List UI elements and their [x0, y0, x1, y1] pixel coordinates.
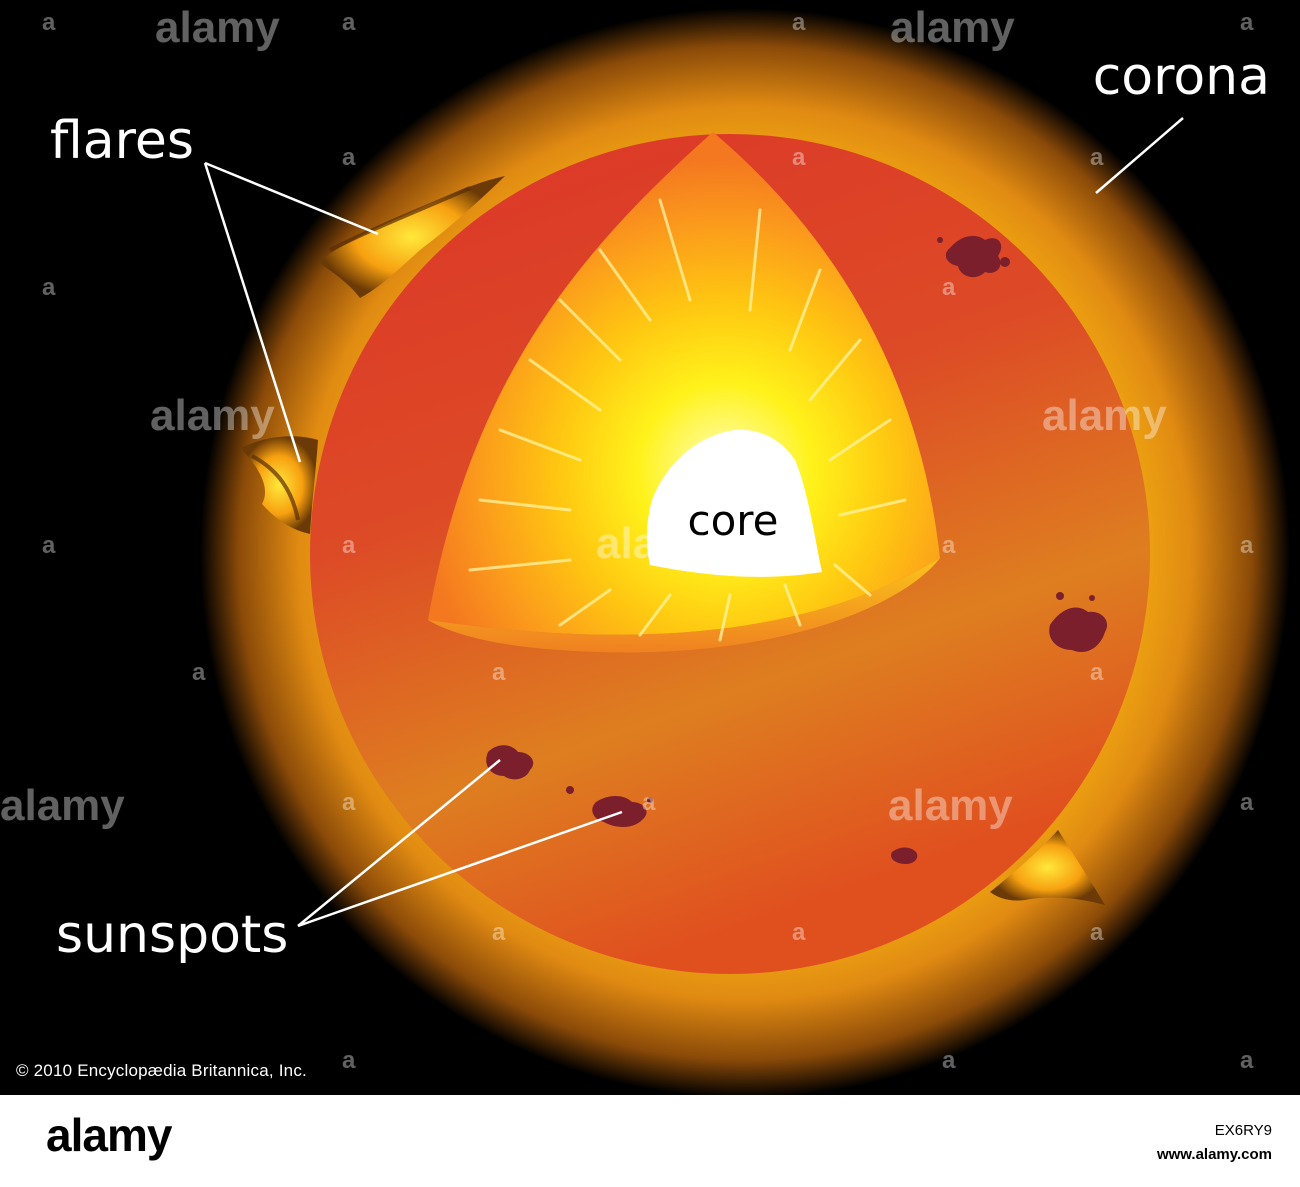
- watermark-text: alamy: [150, 391, 275, 440]
- watermark-mark: a: [792, 144, 806, 171]
- sunspot-speck: [937, 237, 943, 243]
- watermark-mark: a: [1240, 9, 1254, 36]
- sunspots-leader-lower: [297, 810, 623, 928]
- watermark-mark: a: [792, 919, 806, 946]
- convection-streaks: [468, 198, 907, 642]
- watermark-mark: a: [1240, 532, 1254, 559]
- wedge-bottom-face: [428, 558, 940, 653]
- watermark-mark: a: [1090, 144, 1104, 171]
- flare-top-left-streak: [329, 186, 471, 252]
- flares-leader-lower: [203, 162, 302, 463]
- watermark-mark: a: [1240, 789, 1254, 816]
- watermark-mark: a: [792, 9, 806, 36]
- watermark-mark: a: [942, 1047, 956, 1074]
- watermark-mark: a: [342, 532, 356, 559]
- sunspots-leader-upper: [297, 759, 501, 927]
- flare-left-streak: [251, 454, 300, 521]
- watermark-mark: a: [942, 532, 956, 559]
- watermark-text: alamy: [890, 3, 1015, 52]
- sunspot-speck: [647, 797, 653, 803]
- flare-bottom-right: [990, 830, 1105, 905]
- watermark-mark: a: [342, 144, 356, 171]
- sunspot-speck: [1000, 257, 1010, 267]
- corona-leader: [1095, 117, 1184, 194]
- watermark-mark: a: [42, 9, 56, 36]
- watermark-mark: a: [492, 919, 506, 946]
- sunspot-right: [1049, 607, 1108, 652]
- watermark-mark: a: [1240, 1047, 1254, 1074]
- cutaway-wedge: [428, 132, 940, 653]
- watermark-mark: a: [942, 274, 956, 301]
- watermark-text: alamy: [155, 3, 280, 52]
- core-label: core: [688, 496, 779, 545]
- sunspot-speck: [1089, 595, 1095, 601]
- image-id: EX6RY9: [1214, 1122, 1272, 1139]
- flares-group: [240, 176, 1105, 905]
- sunspots-label: sunspots: [56, 905, 288, 965]
- flares-label: flares: [50, 111, 194, 171]
- footer-logo: alamy: [46, 1109, 172, 1161]
- watermark-text: alamy: [0, 781, 125, 830]
- leader-lines: [203, 117, 1184, 928]
- copyright-notice: © 2010 Encyclopædia Britannica, Inc.: [16, 1061, 307, 1080]
- watermark-mark: a: [642, 789, 656, 816]
- watermark-mark: a: [42, 532, 56, 559]
- sunspots-group: [486, 235, 1108, 864]
- watermark-text: alamy: [596, 519, 721, 568]
- watermark-layer: alamy alamy alamy alamy alamy alamy alam…: [0, 3, 1254, 1074]
- sunspot-speck: [1056, 592, 1064, 600]
- sunspot-lower-left: [486, 745, 534, 780]
- sunspot-bottom-right: [891, 847, 918, 864]
- sun-structure-diagram: corona flares core sunspots alamy alamy …: [0, 3, 1290, 1095]
- watermark-mark: a: [42, 274, 56, 301]
- watermark-mark: a: [342, 789, 356, 816]
- core-region: [646, 429, 822, 577]
- watermark-mark: a: [1090, 659, 1104, 686]
- sunspot-lower-middle: [592, 796, 647, 827]
- watermark-mark: a: [342, 9, 356, 36]
- watermark-mark: a: [492, 659, 506, 686]
- corona-label: corona: [1093, 47, 1270, 107]
- flare-top-left: [318, 176, 505, 298]
- watermark-text: alamy: [888, 781, 1013, 830]
- watermark-mark: a: [1090, 919, 1104, 946]
- watermark-text: alamy: [1042, 391, 1167, 440]
- sunspot-upper-right: [945, 235, 1002, 278]
- watermark-mark: a: [342, 1047, 356, 1074]
- sunspot-speck: [566, 786, 574, 794]
- flares-leader-upper: [204, 161, 379, 236]
- site-url: www.alamy.com: [1156, 1146, 1272, 1163]
- footer-bar: [0, 1095, 1300, 1187]
- watermark-mark: a: [192, 659, 206, 686]
